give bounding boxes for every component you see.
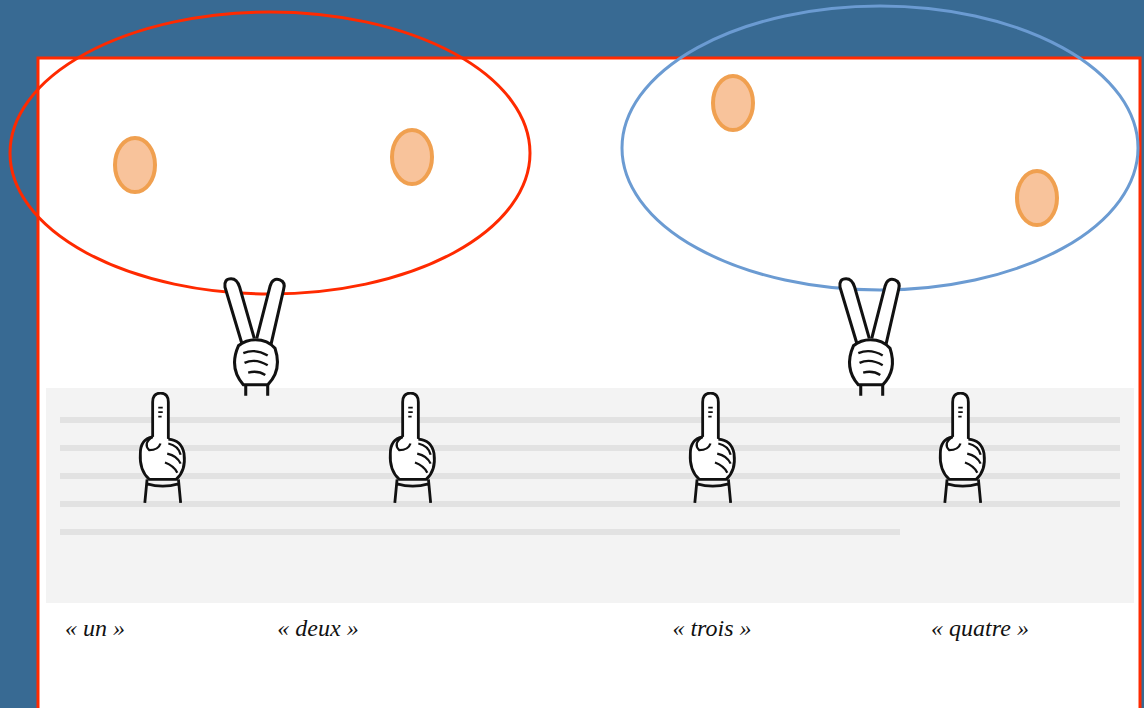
v-hand-sign xyxy=(225,279,284,396)
pointing-hand xyxy=(690,393,734,503)
panel xyxy=(38,58,1140,708)
counting-word: « un » xyxy=(65,614,125,643)
counting-word: « deux » xyxy=(277,614,358,643)
pointing-hand xyxy=(140,393,184,503)
counting-word: « trois » xyxy=(672,614,751,643)
pointing-hand xyxy=(940,393,984,503)
pointing-hand xyxy=(390,393,434,503)
faded-text-ground xyxy=(46,388,1134,603)
blue-group-ellipse xyxy=(622,6,1138,290)
orange-dots xyxy=(115,76,1057,225)
red-group-ellipse xyxy=(10,12,530,294)
v-hand-sign xyxy=(840,279,899,396)
counting-word: « quatre » xyxy=(931,614,1029,643)
